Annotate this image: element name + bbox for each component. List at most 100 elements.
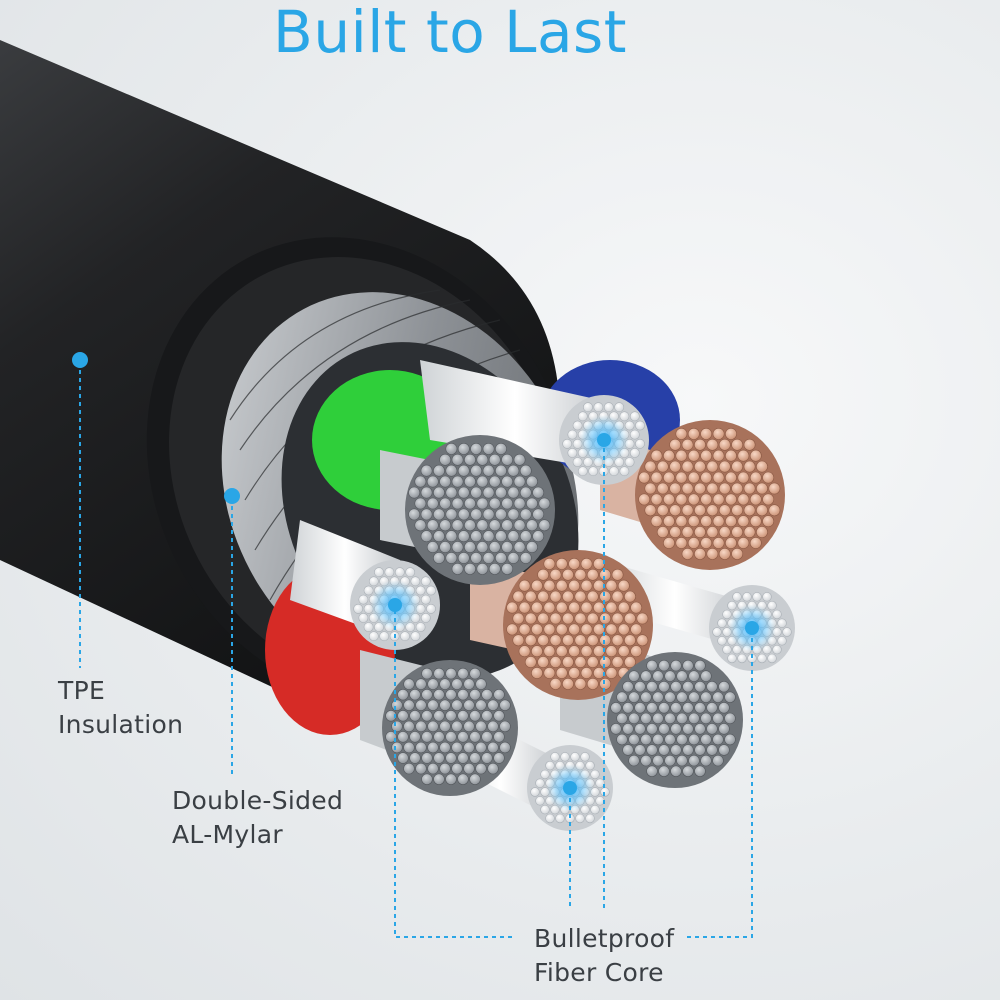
strand: [600, 569, 611, 580]
strand: [583, 403, 592, 412]
strand: [587, 657, 598, 668]
strand: [618, 624, 629, 635]
strand: [544, 646, 555, 657]
strand: [476, 763, 487, 774]
strand: [404, 721, 415, 732]
strand: [769, 505, 780, 516]
strand: [434, 732, 445, 743]
strand: [756, 527, 767, 538]
strand: [651, 516, 662, 527]
strand: [738, 654, 747, 663]
strand: [428, 679, 439, 690]
strand: [446, 531, 457, 542]
strand: [631, 624, 642, 635]
strand: [778, 636, 787, 645]
strand: [670, 439, 681, 450]
strand: [591, 770, 600, 779]
strand: [647, 660, 658, 671]
strand: [612, 657, 623, 668]
strand: [464, 520, 475, 531]
strand: [411, 632, 420, 641]
strand: [513, 613, 524, 624]
strand: [575, 569, 586, 580]
strand: [359, 613, 368, 622]
strand: [719, 439, 730, 450]
strand: [612, 569, 623, 580]
strand: [416, 679, 427, 690]
strand: [544, 602, 555, 613]
strand: [446, 487, 457, 498]
strand: [682, 483, 693, 494]
strand: [428, 700, 439, 711]
strand: [620, 412, 629, 421]
strand: [494, 732, 505, 743]
strand: [763, 472, 774, 483]
strand: [502, 454, 513, 465]
strand: [617, 734, 628, 745]
strand: [502, 498, 513, 509]
strand: [606, 646, 617, 657]
strand: [446, 668, 457, 679]
strand: [452, 763, 463, 774]
strand: [773, 610, 782, 619]
strand: [514, 498, 525, 509]
strand: [568, 430, 577, 439]
strand: [732, 483, 743, 494]
strand: [665, 692, 676, 703]
strand: [550, 613, 561, 624]
strand: [464, 454, 475, 465]
strand: [525, 613, 536, 624]
strand: [483, 465, 494, 476]
strand: [406, 568, 415, 577]
strand: [618, 580, 629, 591]
strand: [440, 498, 451, 509]
strand: [477, 542, 488, 553]
strand: [538, 657, 549, 668]
strand: [701, 537, 712, 548]
strand: [651, 472, 662, 483]
strand: [410, 710, 421, 721]
strand: [502, 542, 513, 553]
strand: [470, 732, 481, 743]
strand: [483, 509, 494, 520]
strand: [682, 461, 693, 472]
strand: [689, 713, 700, 724]
strand: [635, 702, 646, 713]
strand: [769, 483, 780, 494]
strand: [670, 461, 681, 472]
strand: [531, 646, 542, 657]
strand: [398, 753, 409, 764]
strand: [514, 476, 525, 487]
strand: [707, 439, 718, 450]
strand: [645, 461, 656, 472]
strand: [404, 742, 415, 753]
strand: [550, 635, 561, 646]
strand: [470, 668, 481, 679]
strand: [458, 531, 469, 542]
strand: [464, 476, 475, 487]
strand: [421, 465, 432, 476]
strand: [422, 689, 433, 700]
strand: [464, 763, 475, 774]
strand: [713, 450, 724, 461]
strand: [728, 654, 737, 663]
strand: [738, 472, 749, 483]
strand: [694, 461, 705, 472]
strand: [663, 450, 674, 461]
strand: [489, 520, 500, 531]
strand: [440, 700, 451, 711]
strand: [659, 660, 670, 671]
strand: [671, 745, 682, 756]
strand: [440, 520, 451, 531]
strand: [694, 548, 705, 559]
strand: [688, 472, 699, 483]
strand: [676, 516, 687, 527]
strand: [525, 657, 536, 668]
strand: [635, 421, 644, 430]
strand: [606, 580, 617, 591]
strand: [707, 548, 718, 559]
strand: [713, 734, 724, 745]
strand: [683, 724, 694, 735]
strand: [519, 580, 530, 591]
strand: [744, 461, 755, 472]
